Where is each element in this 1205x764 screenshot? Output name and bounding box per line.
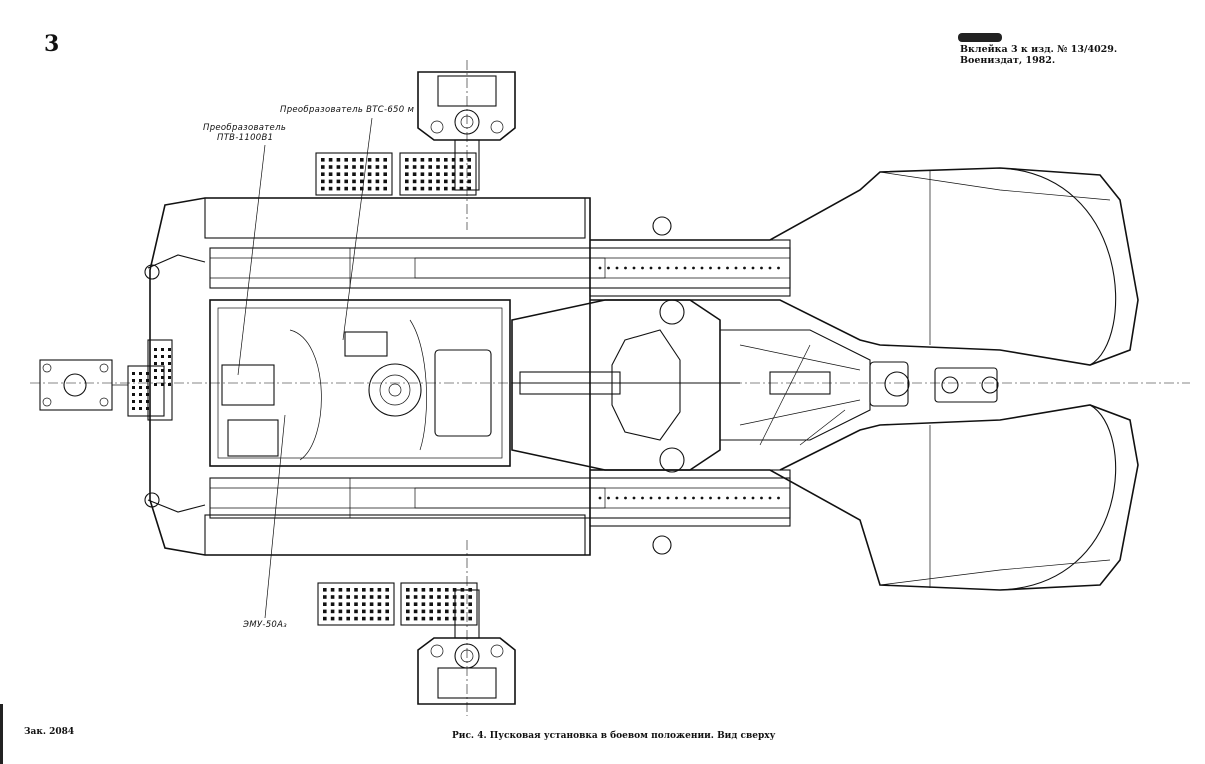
leader-lines	[237, 117, 373, 619]
order-number: Зак. 2084	[24, 727, 75, 737]
guide-rail-top	[209, 239, 791, 297]
insert-note: Вклейка 3 к изд. № 13/4029. Воениздат, 1…	[960, 44, 1118, 66]
callout-emu: ЭМУ-50А₃	[243, 620, 287, 630]
margin-rule	[0, 704, 3, 764]
figure-caption: Рис. 4. Пусковая установка в боевом поло…	[452, 731, 776, 741]
redacted-stamp	[958, 33, 1002, 42]
support-pads-bottom	[317, 582, 478, 626]
rear-coupling	[869, 361, 999, 407]
page-number: 3	[44, 31, 60, 57]
callout-converter-vts: Преобразователь ВТС-650 м	[280, 105, 415, 115]
outrigger-bottom	[417, 540, 516, 716]
drawbar	[720, 329, 871, 446]
chassis-body	[144, 197, 591, 556]
central-compartment	[209, 299, 511, 467]
support-pads-top	[315, 152, 477, 196]
callout-converter-ptv: Преобразователь ПТВ-1100В1	[203, 123, 287, 143]
outrigger-top	[417, 60, 516, 230]
missile-upper	[590, 167, 1139, 366]
front-hitch	[39, 359, 128, 411]
missile-lower	[590, 404, 1139, 591]
